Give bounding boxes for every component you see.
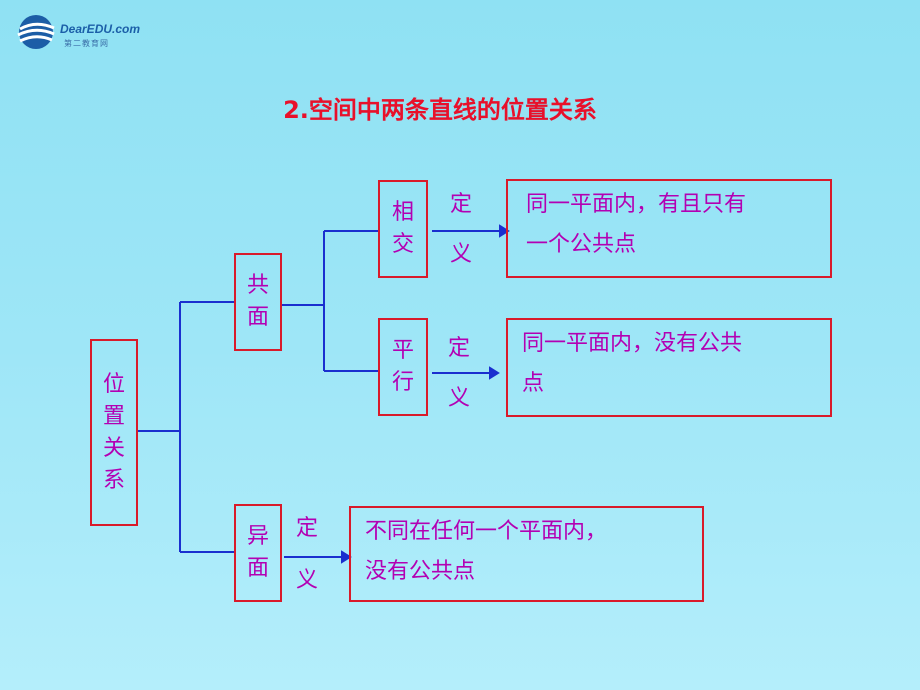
skew-def-top: 定 xyxy=(296,516,319,541)
root-char: 关 xyxy=(102,435,125,461)
parallel-arrow-head xyxy=(489,366,500,380)
page-title: 2.空间中两条直线的位置关系 xyxy=(283,96,597,124)
logo-brand: DearEDU.com xyxy=(60,22,141,36)
parallel-definition-box: 同一平面内，没有公共 点 xyxy=(506,318,832,417)
skew-def-line2: 没有公共点 xyxy=(365,559,476,584)
intersect-def-top: 定 xyxy=(450,192,473,217)
skew-char: 异 xyxy=(246,524,269,549)
skew-arrow-head xyxy=(341,550,352,564)
coplanar-char: 面 xyxy=(246,305,269,330)
root-node: 位 置 关 系 xyxy=(90,339,138,526)
coplanar-node: 共 面 xyxy=(234,253,282,351)
parallel-char: 行 xyxy=(391,370,414,395)
root-char: 位 xyxy=(102,371,125,397)
parallel-def-top: 定 xyxy=(448,336,471,361)
skew-definition-box: 不同在任何一个平面内， 没有公共点 xyxy=(349,506,704,602)
parallel-char: 平 xyxy=(391,338,414,363)
intersect-node: 相 交 xyxy=(378,180,428,278)
parallel-def-line2: 点 xyxy=(522,371,545,396)
root-char: 系 xyxy=(102,467,125,493)
parallel-def-line1: 同一平面内，没有公共 xyxy=(522,331,743,356)
intersect-def-bottom: 义 xyxy=(450,242,473,267)
intersect-definition-box: 同一平面内，有且只有 一个公共点 xyxy=(506,179,832,278)
skew-def-line1: 不同在任何一个平面内， xyxy=(365,519,608,544)
skew-def-bottom: 义 xyxy=(296,568,319,593)
parallel-def-bottom: 义 xyxy=(448,386,471,411)
logo-subtitle: 第二教育网 xyxy=(64,39,109,48)
logo: DearEDU.com 第二教育网 xyxy=(14,12,144,58)
intersect-char: 交 xyxy=(391,232,414,257)
intersect-char: 相 xyxy=(391,200,414,225)
intersect-arrow-head xyxy=(499,224,510,238)
skew-char: 面 xyxy=(246,556,269,581)
intersect-def-line2: 一个公共点 xyxy=(526,232,637,257)
intersect-def-line1: 同一平面内，有且只有 xyxy=(526,192,747,217)
logo-icon xyxy=(17,15,55,49)
coplanar-char: 共 xyxy=(246,273,269,298)
skew-node: 异 面 xyxy=(234,504,282,602)
root-char: 置 xyxy=(102,403,125,429)
parallel-node: 平 行 xyxy=(378,318,428,416)
